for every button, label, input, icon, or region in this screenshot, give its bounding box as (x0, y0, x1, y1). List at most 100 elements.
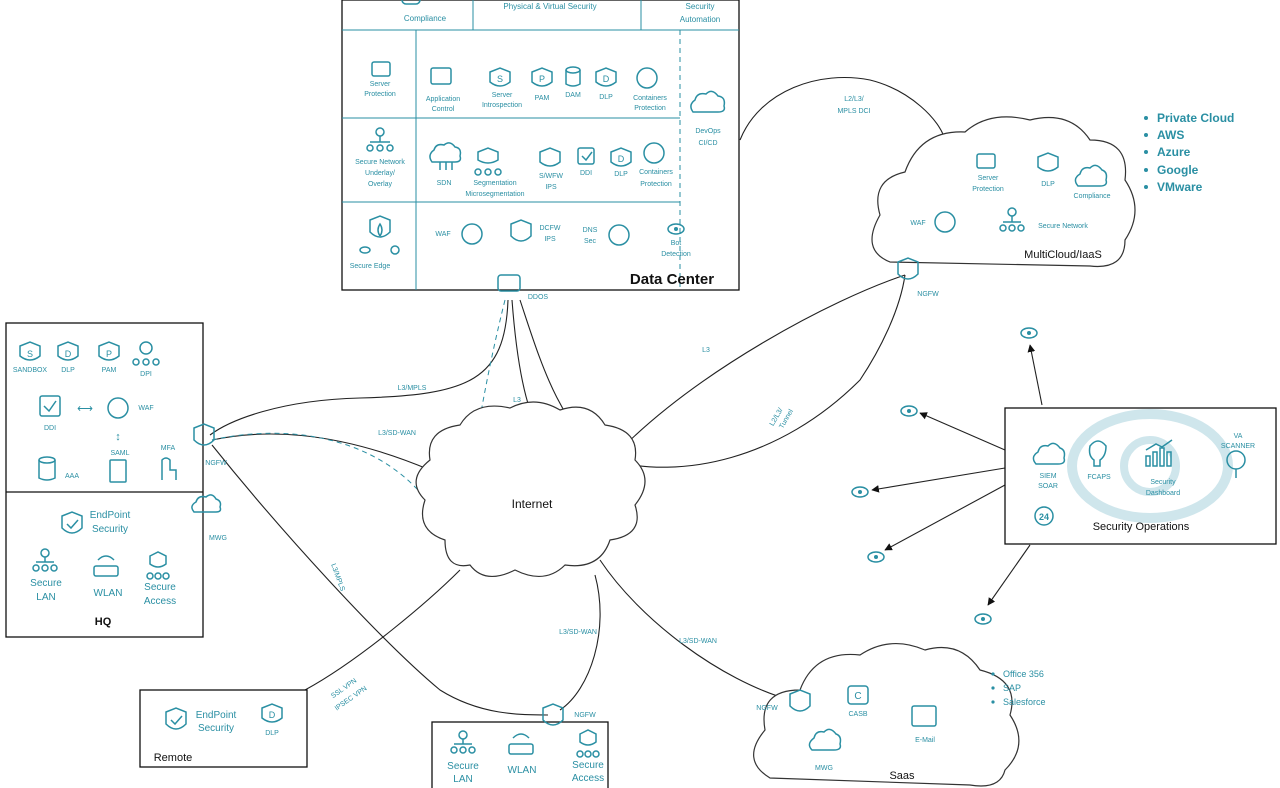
hq: S SANDBOX D DLP P PAM DPI DDI ⟷ WAF ↕ SA… (5, 322, 227, 638)
dc-compliance-label: Compliance (404, 14, 447, 23)
ddi-check-icon (39, 395, 61, 417)
shield-flame-icon (369, 215, 391, 238)
network-tree-icon (999, 207, 1025, 232)
link-l3-mpls: L3/MPLS (398, 385, 427, 392)
multicloud-title: MultiCloud/IaaS (1024, 249, 1102, 261)
d-letter-icon: D (603, 74, 610, 84)
mc-dlp: DLP (1041, 181, 1055, 188)
vertical-arrow-icon: ↕ (115, 431, 121, 443)
saas-bullet-1: Office 356 (1003, 669, 1044, 679)
ngfw-shield-icon (542, 703, 564, 726)
secops-arrows (871, 344, 1043, 606)
dc-row-server-1: Server (370, 81, 391, 88)
wifi-router-icon (93, 565, 119, 577)
mc-bullet-4: Google (1157, 163, 1199, 177)
internet-cloud: Internet (415, 401, 646, 577)
saas-casb: CASB (848, 711, 867, 718)
secops-fcaps: FCAPS (1087, 474, 1111, 481)
monitor-eyes (851, 327, 1038, 625)
dc-row-network-2: Underlay/ (365, 170, 395, 177)
hq-lan-2: LAN (36, 592, 55, 603)
branch: NGFW Secure LAN WLAN Secure Access (431, 703, 609, 788)
hq-wlan: WLAN (94, 588, 123, 599)
dlp-icon (261, 703, 283, 723)
ngfw-shield-icon (789, 689, 811, 712)
dc-dlp: DLP (599, 94, 613, 101)
link-l3-mpls-vert: L3/MPLS (329, 563, 346, 593)
server-icon (371, 61, 391, 77)
pam-icon (98, 341, 120, 361)
hq-endpoint-1: EndPoint (90, 510, 131, 521)
dc-ddos: DDOS (528, 294, 549, 301)
eye-icon (974, 613, 992, 625)
sandbox-icon (19, 341, 41, 361)
secops-siem-2: SOAR (1038, 483, 1058, 490)
sdn-cloud-icon (429, 142, 462, 163)
lan-tree-icon (32, 548, 58, 572)
dc-dlp2: DLP (614, 171, 628, 178)
hq-mwg: MWG (209, 535, 227, 542)
dc-swfw-1: S/WFW (539, 173, 563, 180)
saas-bullets: Office 356 SAP Salesforce (991, 669, 1046, 707)
access-tree-icon (576, 729, 600, 758)
connection-lines (209, 76, 946, 716)
secops-dashboard-2: Dashboard (1146, 490, 1180, 497)
branch-ngfw: NGFW (574, 712, 596, 719)
endpoint-shield-icon (165, 707, 187, 730)
internet-label: Internet (512, 497, 553, 511)
branch-wlan: WLAN (508, 765, 537, 776)
dlp2-icon (610, 147, 632, 167)
eye-icon (359, 246, 371, 254)
hq-saml: SAML (110, 450, 129, 457)
refresh-icon (390, 245, 400, 255)
data-center-title: Data Center (630, 271, 714, 288)
eye-icon (1020, 327, 1038, 339)
dlp-icon (57, 341, 79, 361)
mc-waf: WAF (910, 220, 925, 227)
hq-ngfw: NGFW (205, 460, 227, 467)
dc-row-server-2: Protection (364, 91, 396, 98)
dashboard-chart-icon (1145, 439, 1173, 467)
lan-tree-icon (450, 730, 476, 754)
segmentation-icon (474, 147, 502, 176)
mwg-cloud-icon (808, 728, 842, 751)
mc-server-1: Server (978, 175, 999, 182)
link-l3-sdwan-right: L3/SD-WAN (679, 638, 717, 645)
cloud-sync-icon (690, 90, 726, 113)
endpoint-shield-icon (61, 511, 83, 534)
secops-va-2: SCANNER (1221, 443, 1255, 450)
database-icon (565, 66, 581, 87)
dc-dcfw-2: IPS (544, 236, 556, 243)
remote-dlp: DLP (265, 730, 279, 737)
multicloud: Server Protection DLP Compliance WAF Sec… (871, 111, 1234, 298)
secops-va-1: VA (1234, 433, 1243, 440)
dc-containers2-1: Containers (639, 169, 673, 176)
compliance-cloud-icon (1074, 164, 1108, 187)
p-letter-icon: P (106, 349, 112, 359)
s-letter-icon: S (497, 74, 503, 84)
dc-introspection-2: Introspection (482, 102, 522, 109)
server-icon (976, 153, 996, 169)
dpi-icon (132, 341, 160, 366)
dc-segmentation-2: Microsegmentation (465, 191, 524, 198)
containers-icon (636, 67, 658, 89)
hq-mfa: MFA (161, 445, 176, 452)
hq-access-1: Secure (144, 582, 176, 593)
dc-dcfw-1: DCFW (540, 225, 561, 232)
remote-endpoint-1: EndPoint (196, 710, 237, 721)
dc-automation-label-1: Security (686, 2, 715, 11)
d-letter-icon: D (269, 710, 276, 720)
hq-dlp: DLP (61, 367, 75, 374)
secops-siem-1: SIEM (1039, 473, 1056, 480)
hq-title: HQ (95, 616, 112, 628)
saas-ngfw: NGFW (756, 705, 778, 712)
database-icon (38, 456, 56, 481)
dc-devops-2: CI/CD (698, 140, 717, 147)
mc-bullet-2: AWS (1157, 128, 1184, 142)
link-dci-1: L2/L3/ (844, 96, 864, 103)
dc-containers-1: Containers (633, 95, 667, 102)
ngfw-shield-icon (897, 257, 919, 280)
hq-ddi: DDI (44, 425, 56, 432)
mc-bullet-5: VMware (1157, 180, 1203, 194)
bulb-icon (1088, 440, 1107, 467)
